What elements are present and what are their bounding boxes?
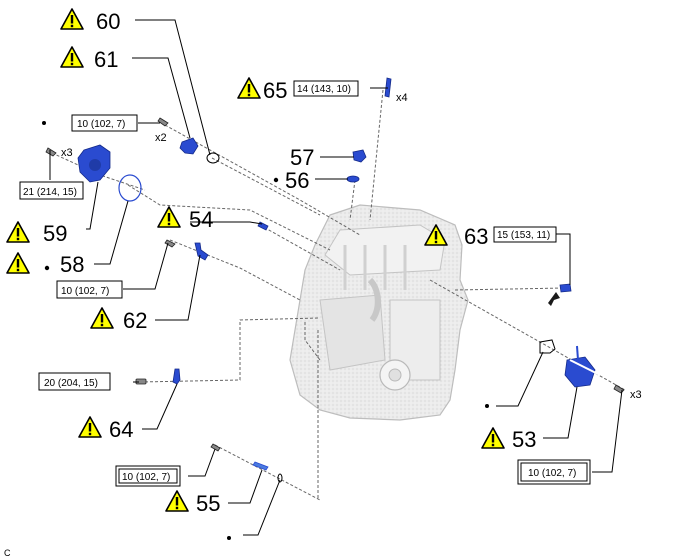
torque-value: 20 (204, 15) <box>44 378 98 389</box>
part-59-housing[interactable] <box>77 144 111 183</box>
quantity-label: x2 <box>155 132 167 144</box>
warning-icon <box>157 206 181 228</box>
dot-marker <box>485 404 489 408</box>
callout-54[interactable]: 54 <box>157 206 213 232</box>
warning-icon <box>237 77 261 99</box>
torque-value: 14 (143, 10) <box>297 84 351 95</box>
callout-64[interactable]: 64 <box>78 416 133 442</box>
callout-number: 58 <box>60 252 84 277</box>
torque-spec-65: 14 (143, 10) <box>293 80 359 97</box>
warning-icon <box>78 416 102 438</box>
torque-spec-61: 10 (102, 7) <box>71 114 138 132</box>
callout-number: 56 <box>285 168 309 193</box>
quantity-label: x4 <box>396 92 408 104</box>
dot-marker <box>44 265 50 271</box>
dot-marker <box>273 177 279 183</box>
part-59-bolt[interactable] <box>45 147 57 157</box>
torque-spec-63: 15 (153, 11) <box>493 226 557 243</box>
callout-number: 65 <box>263 78 287 103</box>
part-62-sensor[interactable] <box>194 242 209 261</box>
arrow-icon <box>548 292 560 306</box>
callout-65[interactable]: 65 <box>237 77 287 103</box>
callout-number: 54 <box>189 207 213 232</box>
torque-value: 10 (102, 7) <box>122 472 170 483</box>
part-64-bracket[interactable] <box>172 368 181 385</box>
engine-block-illustration <box>289 204 469 421</box>
callout-number: 64 <box>109 417 133 442</box>
torque-spec-64: 20 (204, 15) <box>38 372 111 391</box>
part-55-o-ring[interactable] <box>277 473 283 483</box>
warning-icon <box>60 8 84 30</box>
part-56-seal[interactable] <box>346 175 360 183</box>
part-55-sensor[interactable] <box>252 461 269 471</box>
torque-value: 15 (153, 11) <box>497 230 550 241</box>
callout-61[interactable]: 61 <box>60 46 118 72</box>
callout-number: 57 <box>290 145 314 170</box>
callout-53[interactable]: 53 <box>481 427 536 452</box>
torque-spec-62: 10 (102, 7) <box>56 280 123 299</box>
callout-number: 55 <box>196 491 220 516</box>
warning-icon <box>6 252 30 274</box>
part-53-gasket[interactable] <box>539 339 556 354</box>
torque-spec-59: 21 (214, 15) <box>19 181 84 200</box>
callout-55[interactable]: 55 <box>165 490 220 516</box>
callout-number: 62 <box>123 308 147 333</box>
callout-59[interactable]: 59 <box>6 221 67 246</box>
part-57-cap[interactable] <box>352 149 367 163</box>
leader-lines <box>49 19 623 536</box>
callout-number: 59 <box>43 221 67 246</box>
callout-number: 63 <box>464 224 488 249</box>
part-55-bolt[interactable] <box>210 443 221 452</box>
warning-icon <box>90 307 114 329</box>
callout-number: 61 <box>94 47 118 72</box>
warning-icon <box>481 427 505 449</box>
callout-57[interactable]: 57 <box>290 145 314 170</box>
torque-value: 21 (214, 15) <box>23 187 77 198</box>
part-53-pump[interactable] <box>564 345 601 388</box>
quantity-label: x3 <box>61 147 73 159</box>
torque-value: 10 (102, 7) <box>61 286 109 297</box>
part-61-bolt[interactable] <box>157 117 169 127</box>
dot-marker <box>227 536 231 540</box>
callout-58[interactable]: 58 <box>6 252 84 277</box>
callout-63[interactable]: 63 <box>424 224 488 249</box>
callout-62[interactable]: 62 <box>90 307 147 333</box>
callout-number: 60 <box>96 9 120 34</box>
callout-number: 53 <box>512 427 536 452</box>
warning-icon <box>60 46 84 68</box>
dot-marker <box>42 121 46 125</box>
corner-label: C <box>4 548 11 558</box>
part-63-fitting[interactable] <box>559 283 572 293</box>
assembly-dashed-lines <box>51 89 626 501</box>
callout-56[interactable]: 56 <box>273 168 310 193</box>
torque-spec-55: 10 (102, 7) <box>115 465 181 487</box>
part-58-o-ring[interactable] <box>118 174 142 202</box>
torque-spec-53: 10 (102, 7) <box>517 459 591 485</box>
torque-value: 10 (102, 7) <box>77 119 125 130</box>
warning-icon <box>6 221 30 243</box>
part-60-gasket[interactable] <box>206 152 220 164</box>
warning-icon <box>165 490 189 512</box>
callout-60[interactable]: 60 <box>60 8 120 34</box>
quantity-label: x3 <box>630 389 642 401</box>
part-61-cover[interactable] <box>179 137 199 155</box>
torque-value: 10 (102, 7) <box>528 468 576 479</box>
part-62-bolt[interactable] <box>164 239 176 248</box>
